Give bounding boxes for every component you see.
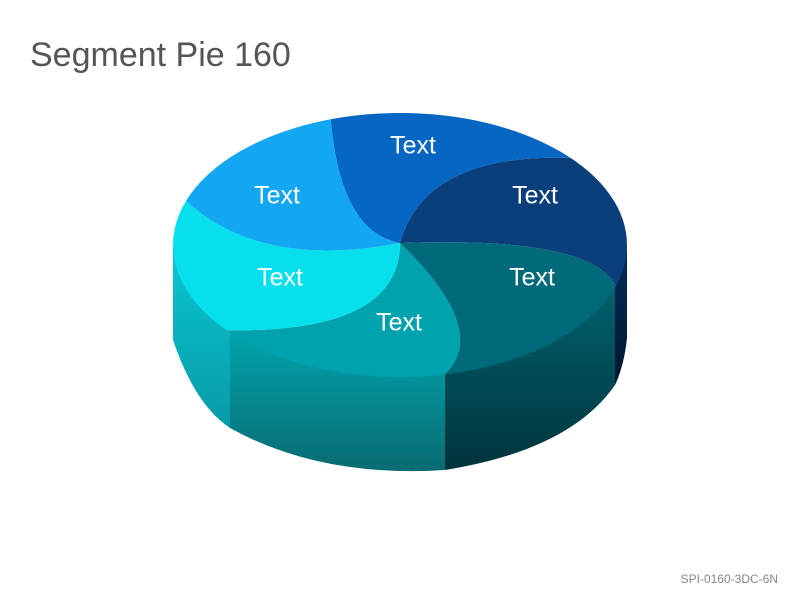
segment-top-navy (400, 157, 627, 300)
segment-label-left-lower: Text (257, 264, 303, 292)
segment-label-right-lower: Text (509, 264, 555, 292)
wall-front-right (445, 285, 615, 470)
segment-label-bottom: Text (376, 309, 422, 337)
segment-label-left-upper: Text (254, 182, 300, 210)
segment-top-blue (330, 113, 575, 243)
wall-front (230, 332, 445, 472)
segment-top-cyan (173, 200, 400, 331)
slide-code: SPI-0160-3DC-6N (680, 572, 778, 586)
slide-title: Segment Pie 160 (30, 36, 291, 74)
segment-top-teal (220, 243, 460, 377)
segment-label-top: Text (390, 132, 436, 160)
segment-label-right-upper: Text (512, 182, 558, 210)
